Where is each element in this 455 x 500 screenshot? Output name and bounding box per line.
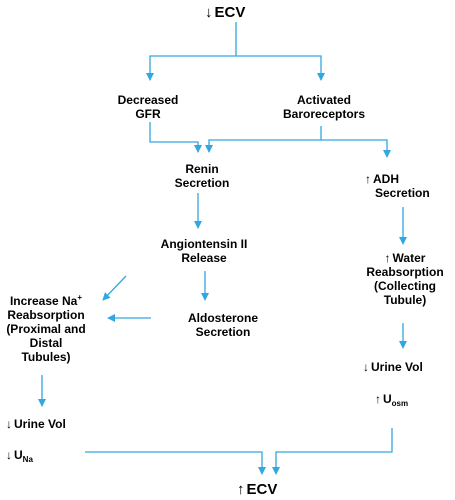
adh-secretion-node: ↑ADH Secretion	[365, 172, 430, 200]
renin-secretion-node: Renin Secretion	[174, 162, 230, 190]
angiotensin-to-na-connector	[102, 275, 127, 301]
ecv-split-right-connector	[236, 55, 325, 81]
urine-vol-left-label: ↓Urine Vol	[6, 417, 66, 431]
uosm-right-label: ↑Uosm	[375, 392, 409, 408]
baro-split-connector	[205, 126, 322, 153]
angiotensin-release-node: Angiontensin II Release	[160, 237, 248, 265]
una-left-label: ↓UNa	[6, 448, 33, 464]
baro-to-adh-connector	[321, 139, 391, 158]
gfr-to-renin-connector	[149, 122, 202, 153]
aldosterone-secretion-node: Aldosterone Secretion	[187, 311, 258, 339]
activated-baroreceptors-node: Activated Baroreceptors	[282, 93, 366, 121]
una-to-bottom-ecv-connector	[85, 451, 266, 475]
water-reabsorption-node: ↑Water Reabsorption (Collecting Tubule)	[366, 251, 444, 307]
top-ecv-label: ↓ECV	[205, 4, 246, 21]
increase-na-reabsorption-node: Increase Na+ Reabsorption (Proximal and …	[6, 293, 86, 364]
decreased-gfr-node: Decreased GFR	[117, 93, 179, 121]
uosm-to-bottom-ecv-connector	[272, 428, 393, 475]
ecv-split-connector	[146, 22, 237, 81]
urine-vol-right-label: ↓Urine Vol	[363, 360, 423, 374]
bottom-ecv-label: ↑ECV	[237, 481, 278, 498]
